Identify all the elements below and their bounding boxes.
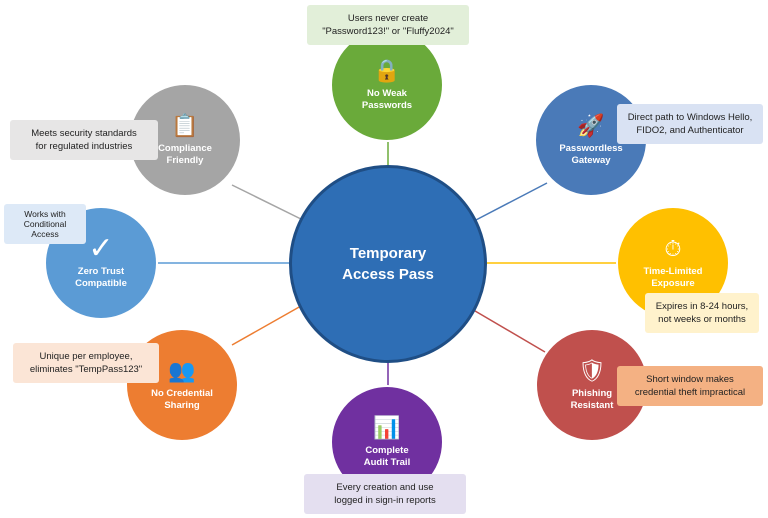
node-label: No Weak Passwords	[361, 88, 413, 111]
chart-icon: 📊	[373, 415, 401, 440]
callout-complete-audit-trail: Every creation and use logged in sign-in…	[304, 474, 466, 514]
callout-text: Every creation and use logged in sign-in…	[334, 482, 436, 506]
callout-passwordless-gateway: Direct path to Windows Hello, FIDO2, and…	[617, 104, 763, 144]
checkmark-icon: ✓	[88, 232, 114, 265]
callout-no-credential-sharing: Unique per employee, eliminates "TempPas…	[13, 343, 159, 383]
node-label: Complete Audit Trail	[363, 445, 411, 468]
node-label: Passwordless Gateway	[559, 143, 623, 166]
connector-no-credential-sharing	[231, 301, 309, 346]
people-icon: 👥	[168, 358, 196, 383]
callout-text: Short window makes credential theft impr…	[634, 374, 746, 398]
rocket-icon: 🚀	[577, 113, 605, 138]
clipboard-icon: 📋	[171, 113, 199, 138]
center-hub: Temporary Access Pass	[289, 165, 487, 363]
center-title: Temporary Access Pass	[342, 245, 434, 283]
callout-phishing-resistant: Short window makes credential theft impr…	[617, 366, 763, 406]
callout-compliance-friendly: Meets security standards for regulated i…	[10, 120, 158, 160]
callout-text: Direct path to Windows Hello, FIDO2, and…	[627, 112, 753, 136]
callout-text: Users never create "Password123!" or "Fl…	[322, 13, 454, 37]
node-label: Time-Limited Exposure	[643, 266, 703, 289]
stopwatch-icon: ⏱	[664, 236, 682, 261]
callout-text: Unique per employee, eliminates "TempPas…	[29, 351, 143, 375]
node-label: Phishing Resistant	[570, 388, 614, 411]
node-no-weak-passwords: 🔒 No Weak Passwords	[330, 28, 444, 142]
connector-compliance-friendly	[231, 184, 308, 223]
lock-icon: 🔒	[373, 58, 401, 83]
node-label: Zero Trust Compatible	[75, 266, 127, 289]
node-passwordless-gateway: 🚀 Passwordless Gateway	[534, 83, 648, 197]
callout-zero-trust-compatible: Works with Conditional Access	[4, 204, 86, 244]
callout-text: Works with Conditional Access	[23, 209, 67, 239]
connector-passwordless-gateway	[473, 182, 548, 222]
node-label: No Credential Sharing	[151, 388, 213, 411]
callout-no-weak-passwords: Users never create "Password123!" or "Fl…	[307, 5, 469, 45]
callout-time-limited-exposure: Expires in 8-24 hours, not weeks or mont…	[645, 293, 759, 333]
shield-icon: 🛡	[578, 358, 606, 383]
node-label: Compliance Friendly	[158, 143, 212, 166]
connector-phishing-resistant	[469, 307, 546, 353]
callout-text: Expires in 8-24 hours, not weeks or mont…	[655, 301, 749, 325]
callout-text: Meets security standards for regulated i…	[31, 128, 137, 152]
